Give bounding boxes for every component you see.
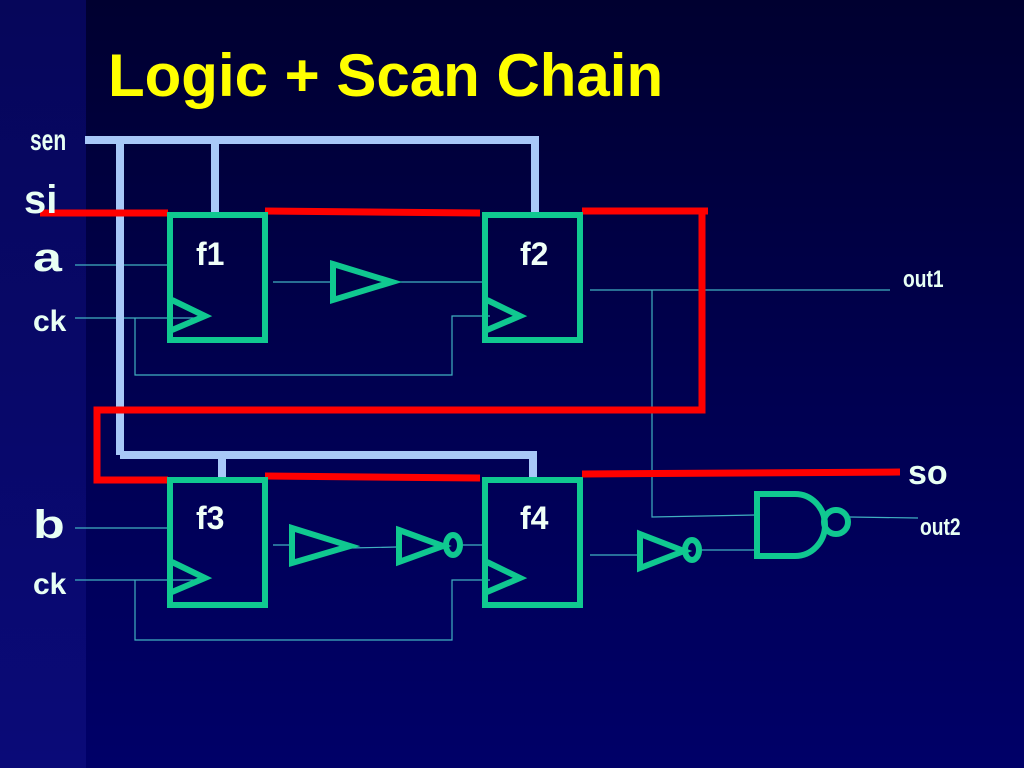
ck-label: ck [33, 305, 67, 338]
flipflop-f4 [482, 477, 583, 608]
logic-wires [75, 264, 919, 641]
f3-label: f3 [196, 500, 225, 536]
a-label: a [33, 236, 62, 280]
flipflop-f3 [167, 477, 268, 608]
f4-label: f4 [520, 500, 549, 536]
buffer-gate [330, 259, 403, 305]
slide-title: Logic + Scan Chain [108, 42, 664, 109]
b-label: b [33, 503, 65, 547]
inverter-gate [637, 529, 702, 573]
ck-label: ck [33, 568, 67, 601]
nand-gate [754, 491, 851, 559]
scan-enable-net [85, 136, 539, 483]
f1-label: f1 [196, 236, 225, 272]
scan-chain-path [40, 207, 901, 484]
out2-label: out2 [920, 514, 961, 541]
left-accent-strip [0, 0, 86, 768]
inverter-gate [396, 525, 463, 567]
flipflop-f2 [482, 212, 583, 343]
f2-label: f2 [520, 236, 549, 272]
flipflop-f1 [167, 212, 268, 343]
sen-label: sen [30, 124, 67, 157]
out1-label: out1 [903, 266, 944, 293]
buffer-gate [289, 523, 361, 568]
so-label: so [908, 454, 948, 492]
si-label: si [24, 178, 58, 222]
